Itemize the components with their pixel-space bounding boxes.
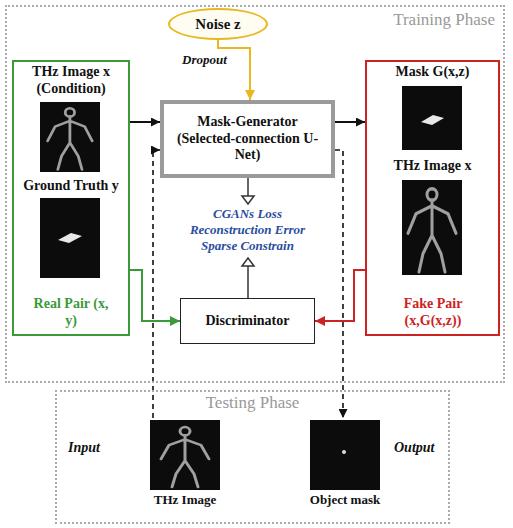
phase-title: Training Phase bbox=[393, 10, 495, 30]
phase-region: Testing PhaseTHz Image Object mask bbox=[55, 390, 450, 524]
connector-arrow bbox=[335, 150, 343, 418]
hollow-arrowhead bbox=[242, 258, 254, 266]
loss-term: Reconstruction Error bbox=[160, 222, 335, 238]
discriminator-box: Discriminator bbox=[180, 298, 315, 344]
input-image: THz Image bbox=[140, 418, 230, 520]
pair-label: Fake Pair (x,G(x,z)) bbox=[388, 296, 478, 330]
io-label: Output bbox=[394, 440, 446, 457]
thz-image bbox=[150, 420, 220, 490]
hollow-arrowhead bbox=[242, 196, 254, 204]
image-title: Ground Truth y bbox=[16, 178, 126, 195]
noise-ellipse: Noise z bbox=[168, 8, 268, 40]
object-mask-image bbox=[310, 420, 380, 490]
phase-title: Testing Phase bbox=[57, 393, 448, 413]
fake-pair-box: Mask G(x,z) THz Image x Fake Pair (x,G(x,z… bbox=[365, 60, 500, 336]
object-mark bbox=[421, 115, 444, 125]
generator-label: Mask-Generator (Selected-connection U-Ne… bbox=[168, 114, 327, 164]
connector-arrow bbox=[218, 40, 250, 100]
body-silhouette bbox=[408, 189, 456, 272]
object-mark bbox=[58, 233, 82, 243]
loss-arrow bbox=[247, 178, 249, 196]
io-label: Input bbox=[68, 440, 128, 457]
connector-arrow bbox=[153, 150, 160, 418]
noise-label: Noise z bbox=[195, 15, 240, 33]
mask-image bbox=[402, 86, 462, 150]
loss-arrow bbox=[247, 266, 249, 298]
thz-image bbox=[40, 102, 100, 172]
body-silhouette bbox=[48, 108, 93, 169]
body-silhouette bbox=[161, 427, 209, 487]
thz-image bbox=[402, 180, 462, 275]
image-title: THz Image x bbox=[369, 158, 496, 175]
pair-label: Real Pair (x, y) bbox=[31, 296, 111, 330]
ground-truth-image bbox=[40, 198, 100, 278]
edge-label: Dropout bbox=[180, 52, 229, 68]
connector-arrow bbox=[335, 121, 365, 123]
output-image: Object mask bbox=[300, 418, 390, 520]
connector-arrow bbox=[130, 270, 180, 321]
phase-region: Training Phase Noise z THz Image x (Condit… bbox=[5, 5, 505, 383]
image-caption: THz Image bbox=[140, 492, 230, 508]
loss-term: Sparse Constrain bbox=[160, 238, 335, 254]
connector-arrow bbox=[130, 121, 160, 123]
discriminator-label: Discriminator bbox=[206, 313, 290, 330]
real-pair-box: THz Image x (Condition) Ground Truth y Rea… bbox=[12, 60, 130, 336]
generator-box: Mask-Generator (Selected-connection U-Ne… bbox=[160, 100, 335, 178]
image-caption: Object mask bbox=[300, 492, 390, 508]
loss-term: CGANs Loss bbox=[160, 206, 335, 222]
connector-arrow bbox=[315, 270, 365, 321]
image-title: Mask G(x,z) bbox=[369, 64, 496, 81]
object-mark bbox=[342, 450, 346, 454]
image-title: THz Image x (Condition) bbox=[21, 64, 121, 98]
